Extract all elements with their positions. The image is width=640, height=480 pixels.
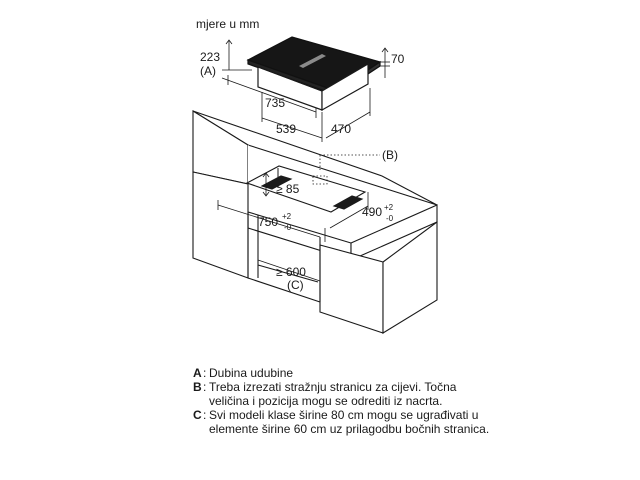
dim-85-lines [262, 172, 270, 197]
cutout-b-dotted [312, 154, 380, 185]
dim-470: 470 [331, 122, 351, 136]
dim-750: 750 [258, 215, 278, 229]
worktop-cutout [245, 165, 367, 213]
marker-c: (C) [287, 278, 304, 292]
legend-item-c: C : Svi modeli klase širine 80 cm mogu s… [193, 408, 493, 436]
legend-text-a: Dubina udubine [209, 366, 294, 380]
dim-750-sup: +2 [282, 212, 292, 221]
dim-735: 735 [265, 96, 285, 110]
legend-item-a: A : Dubina udubine [193, 366, 493, 380]
dim-70: 70 [391, 52, 405, 66]
dim-490-sub: -0 [386, 214, 394, 223]
legend-item-b: B : Treba izrezati stražnju stranicu za … [193, 380, 493, 408]
marker-b: (B) [382, 148, 398, 162]
dim-490-lines [329, 192, 369, 229]
base-cabinet [192, 171, 438, 334]
dim-750-lines [217, 200, 326, 242]
legend: A : Dubina udubine B : Treba izrezati st… [193, 366, 493, 436]
dim-750-sub: -0 [284, 223, 292, 232]
legend-text-b: Treba izrezati stražnju stranicu za cije… [209, 380, 457, 408]
dim-490-sup: +2 [384, 203, 394, 212]
marker-a: (A) [200, 64, 216, 78]
cabinet-side-panel [382, 220, 438, 334]
dim-539: 539 [276, 122, 296, 136]
legend-text-c: Svi modeli klase širine 80 cm mogu se ug… [209, 408, 490, 436]
dim-223: 223 [200, 50, 220, 64]
legend-key-c: C [193, 408, 202, 422]
cooktop-dimension-lines [221, 39, 390, 142]
dim-600: ≥ 600 [276, 265, 306, 279]
dim-490: 490 [362, 205, 382, 219]
cabinet-front-panel [319, 244, 384, 334]
legend-key-b: B [193, 380, 202, 394]
legend-key-a: A [193, 366, 202, 380]
cooktop-body-side [321, 62, 369, 112]
dim-600-lines [257, 259, 321, 282]
units-label: mjere u mm [196, 17, 259, 31]
installation-diagram: mjere u mm 223 (A) [192, 17, 438, 334]
cooktop-product [246, 36, 382, 112]
cooktop-vent [299, 54, 326, 68]
dim-85: ≥ 85 [276, 182, 300, 196]
